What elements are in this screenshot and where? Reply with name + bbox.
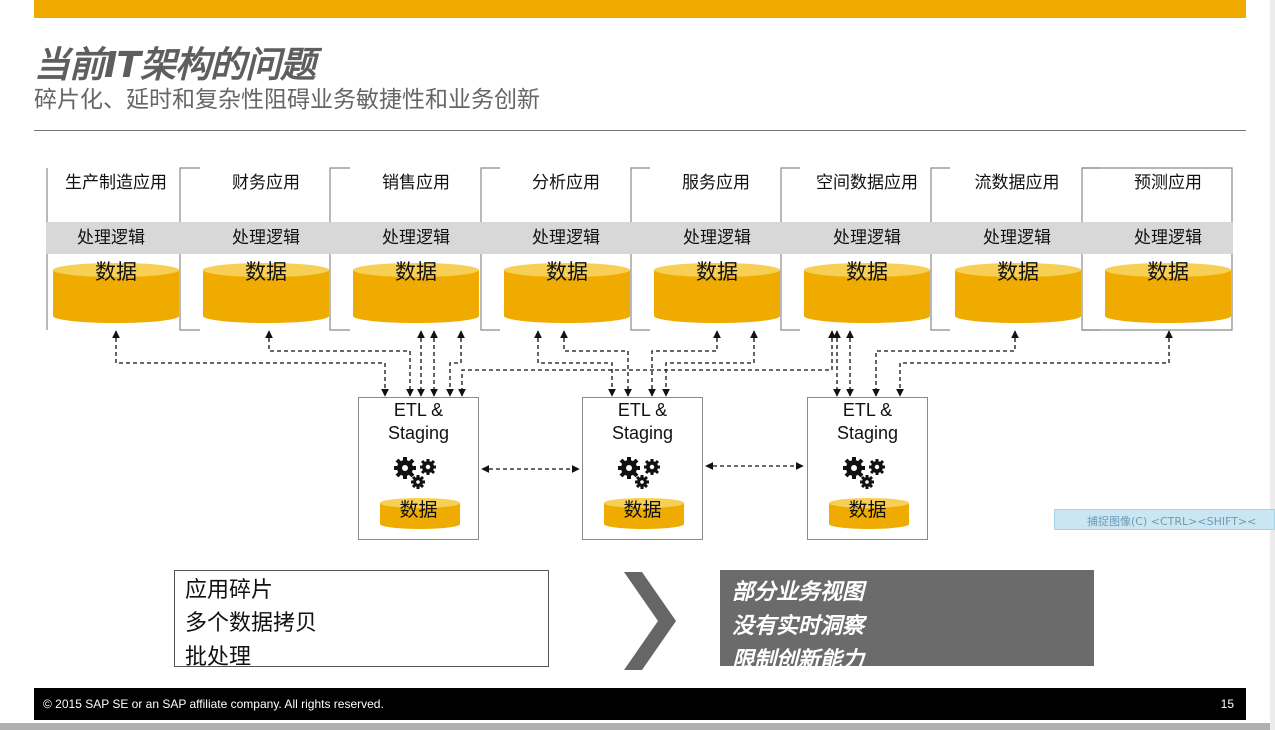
- etl-title-1: ETL & Staging: [359, 399, 478, 445]
- cylinder-service: [654, 263, 780, 323]
- etl-cylinder-1: [380, 498, 460, 529]
- etl-line2-3: Staging: [836, 423, 899, 443]
- gears-icon: [843, 457, 885, 489]
- connector-spatial-etl1: [458, 330, 836, 397]
- logic-label-sales: 处理逻辑: [382, 228, 450, 248]
- app-name-finance: 财务应用: [232, 173, 300, 193]
- app-name-service: 服务应用: [682, 173, 750, 193]
- consequence-item-3: 限制创新能力: [732, 648, 865, 666]
- connector-manufacturing-etl1: [112, 330, 389, 397]
- etl-line1-1: ETL &: [393, 400, 444, 420]
- top-accent-bar: [34, 0, 1246, 18]
- logic-label-spatial: 处理逻辑: [833, 228, 901, 248]
- data-label-service: 数据: [696, 260, 738, 284]
- etl-cylinder-3: [829, 498, 909, 529]
- app-name-analytics: 分析应用: [532, 173, 600, 193]
- footer-bar: © 2015 SAP SE or an SAP affiliate compan…: [34, 688, 1246, 720]
- data-label-streaming: 数据: [997, 260, 1039, 284]
- cylinder-analytics: [504, 263, 630, 323]
- gears-icon: [618, 457, 660, 489]
- problems-box: 应用碎片 多个数据拷贝 批处理: [174, 570, 549, 670]
- cylinder-spatial: [804, 263, 930, 323]
- etl-title-2: ETL & Staging: [583, 399, 702, 445]
- problem-item-3: 批处理: [185, 645, 252, 670]
- connector-analytics-etl2-a: [534, 330, 616, 397]
- etl-title-3: ETL & Staging: [808, 399, 927, 445]
- connector-finance-etl1: [265, 330, 414, 397]
- etl-line2-2: Staging: [611, 423, 674, 443]
- processing-logic-band: [46, 222, 1233, 254]
- logic-label-streaming: 处理逻辑: [983, 228, 1051, 248]
- copyright-text: © 2015 SAP SE or an SAP affiliate compan…: [43, 697, 384, 711]
- cylinder-finance: [203, 263, 329, 323]
- data-label-analytics: 数据: [546, 260, 588, 284]
- right-edge: [1270, 0, 1275, 730]
- logic-label-finance: 处理逻辑: [232, 228, 300, 248]
- logic-label-manufacturing: 处理逻辑: [77, 228, 145, 248]
- consequence-item-2: 没有实时洞察: [732, 614, 865, 639]
- etl-box-1: ETL & Staging 数据: [358, 397, 479, 540]
- page-subtitle: 碎片化、延时和复杂性阻碍业务敏捷性和业务创新: [34, 87, 540, 113]
- connector-analytics-etl2-b: [560, 330, 632, 397]
- app-name-streaming: 流数据应用: [974, 173, 1060, 193]
- page-title: 当前IT架构的问题: [34, 45, 316, 86]
- etl-line1-2: ETL &: [617, 400, 668, 420]
- capture-hint-tooltip[interactable]: 捕捉图像(C) <CTRL><SHIFT><: [1054, 509, 1275, 530]
- data-label-spatial: 数据: [846, 260, 888, 284]
- connector-service-etl2-b: [662, 330, 758, 397]
- cylinder-sales: [353, 263, 479, 323]
- data-label-predictive: 数据: [1147, 260, 1189, 284]
- cylinder-manufacturing: [53, 263, 179, 323]
- app-name-predictive: 预测应用: [1134, 173, 1202, 193]
- cylinder-predictive: [1105, 263, 1231, 323]
- data-label-sales: 数据: [395, 260, 437, 284]
- connector-sales-etl1-c: [446, 330, 465, 397]
- chevron-right-icon: [624, 572, 676, 670]
- header-divider: [34, 130, 1246, 131]
- etl-line1-3: ETL &: [842, 400, 893, 420]
- consequences-box: 部分业务视图 没有实时洞察 限制创新能力: [720, 570, 1094, 666]
- etl-box-3: ETL & Staging 数据: [807, 397, 928, 540]
- cylinder-streaming: [955, 263, 1081, 323]
- bottom-strip: [0, 723, 1275, 730]
- problem-item-2: 多个数据拷贝: [185, 611, 318, 636]
- gears-icon: [394, 457, 436, 489]
- app-name-spatial: 空间数据应用: [816, 173, 918, 193]
- logic-label-service: 处理逻辑: [683, 228, 751, 248]
- app-name-sales: 销售应用: [382, 173, 450, 193]
- etl-line2-1: Staging: [387, 423, 450, 443]
- etl-box-2: ETL & Staging 数据: [582, 397, 703, 540]
- etl-data-label-3: 数据: [848, 499, 887, 521]
- etl-data-label-1: 数据: [399, 499, 438, 521]
- data-label-manufacturing: 数据: [95, 260, 137, 284]
- problem-item-1: 应用碎片: [185, 578, 274, 603]
- page-number: 15: [1220, 697, 1234, 711]
- consequence-item-1: 部分业务视图: [732, 580, 865, 605]
- etl-data-label-2: 数据: [623, 499, 662, 521]
- app-name-manufacturing: 生产制造应用: [65, 173, 167, 193]
- logic-label-predictive: 处理逻辑: [1134, 228, 1202, 248]
- data-label-finance: 数据: [245, 260, 287, 284]
- etl-cylinder-2: [604, 498, 684, 529]
- connector-predictive-etl3: [896, 330, 1173, 397]
- logic-label-analytics: 处理逻辑: [532, 228, 600, 248]
